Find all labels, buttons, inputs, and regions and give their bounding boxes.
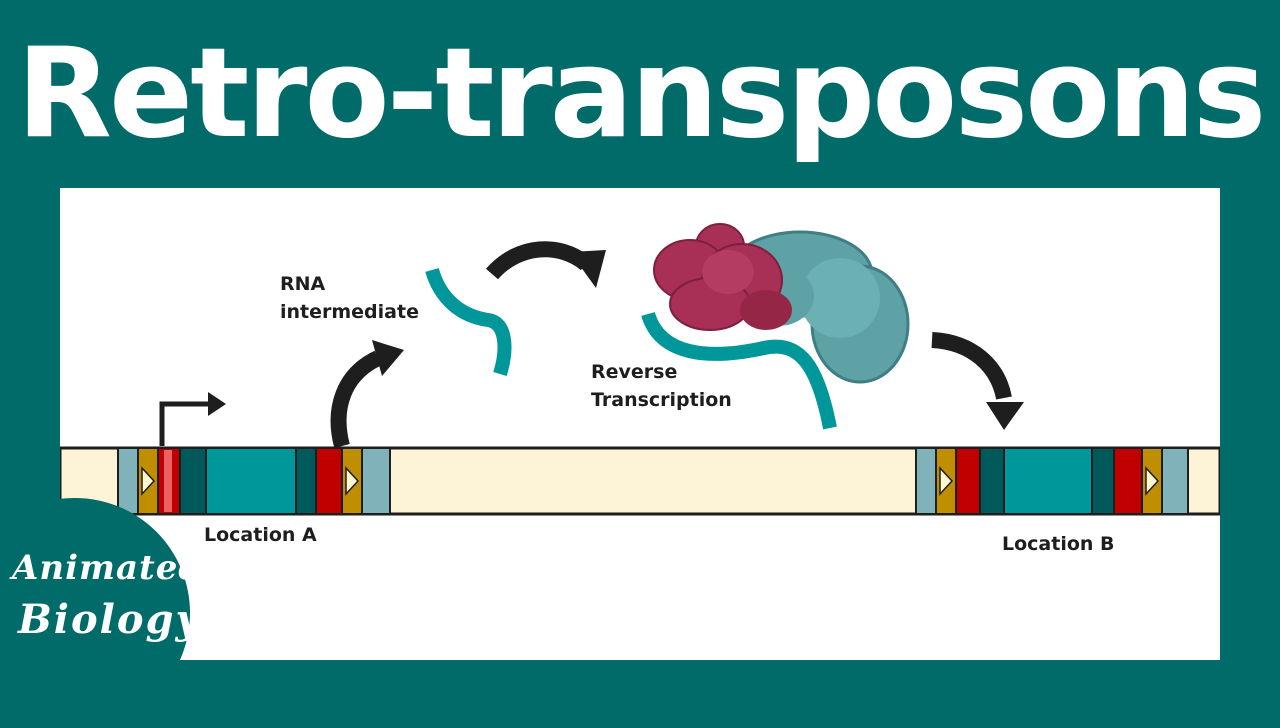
- retrotransposon-location-b: [915, 447, 1189, 515]
- logo-line-1: Animated: [12, 548, 204, 588]
- retrotransposon-location-a: [117, 447, 391, 515]
- rna-intermediate-label: RNA intermediate: [280, 273, 419, 323]
- location-a-label: Location A: [204, 524, 317, 546]
- animated-biology-logo: Animated Biology: [0, 498, 202, 728]
- arrow-rna-to-enzyme: [485, 241, 606, 288]
- transcription-start-arrow: [159, 392, 226, 446]
- arrow-to-location-b: [931, 332, 1024, 430]
- curved-arrow-to-rna: [330, 340, 404, 449]
- location-b-label: Location B: [1002, 533, 1115, 555]
- reverse-transcriptase-enzyme: [653, 223, 910, 384]
- rna-intermediate-strand: [425, 267, 512, 377]
- page-title: Retro-transposons: [16, 22, 1267, 166]
- enzyme-red-domain: [653, 223, 792, 331]
- diagram-canvas: [60, 223, 1220, 516]
- logo-line-2: Biology: [18, 596, 201, 643]
- diagram-panel: RNA intermediate Reverse Transcription L…: [60, 188, 1220, 660]
- reverse-transcription-label: Reverse Transcription: [591, 361, 732, 411]
- rna-template-strand: [641, 311, 837, 430]
